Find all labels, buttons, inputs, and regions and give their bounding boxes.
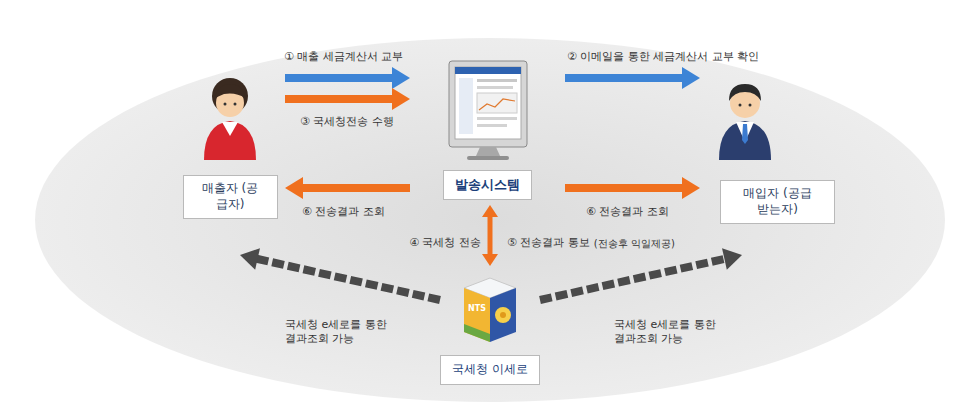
arrowhead <box>482 254 498 266</box>
arrow-line <box>285 74 393 82</box>
arrow-line <box>540 259 725 300</box>
arrowhead <box>682 177 700 199</box>
arrowhead <box>722 248 742 269</box>
edge-label: ① 매출 세금계산서 교부 <box>284 50 403 64</box>
node: 국세청 이세로 <box>440 268 540 388</box>
edge-label: ② 이메일을 통한 세금계산서 교부 확인 <box>567 50 759 64</box>
arrowhead <box>682 67 700 89</box>
arrowhead <box>392 67 410 89</box>
connector <box>565 177 700 199</box>
node: 매입자 (공급받는자) <box>700 60 855 255</box>
node: 발송시스템 <box>410 55 565 203</box>
arrowhead <box>285 177 303 199</box>
annotation: ⑤ 전송결과 통보 <box>507 236 590 250</box>
arrow-line <box>285 95 393 103</box>
edge-label: ④ 국세청 전송 <box>409 236 481 250</box>
connector <box>285 177 410 199</box>
arrowhead <box>392 88 410 110</box>
connector <box>540 248 742 300</box>
edge-label: ⑥ 전송결과 조회 <box>586 205 669 219</box>
seller-icon <box>204 78 256 160</box>
connector <box>240 248 440 300</box>
edge-label: ③ 국세청전송 수행 <box>300 115 394 129</box>
edge-label: ⑥ 전송결과 조회 <box>302 205 385 219</box>
arrow-line <box>565 74 683 82</box>
annotation: (전송후 익일제공) <box>594 237 675 250</box>
label-box: 매입자 (공급받는자) <box>720 180 835 224</box>
node-text: 발송시스템 <box>455 177 520 194</box>
connector <box>285 88 410 110</box>
node: 매출자 (공급자) <box>175 60 285 255</box>
arrow-line <box>302 184 410 192</box>
connector <box>285 67 410 89</box>
arrow-line <box>488 216 493 255</box>
label-box: 발송시스템 <box>443 170 532 200</box>
node-text: 매입자 (공급받는자) <box>739 186 817 217</box>
background-ellipse <box>35 38 945 402</box>
arrow-line <box>257 259 440 300</box>
monitor-icon <box>449 61 527 160</box>
edge-label: 국세청 e세로를 통한 결과조회 가능 <box>614 318 726 347</box>
connector <box>565 67 700 89</box>
label-box: 국세청 이세로 <box>440 355 540 385</box>
edge-label: 국세청 e세로를 통한 결과조회 가능 <box>285 318 397 347</box>
node-text: 국세청 이세로 <box>452 362 528 378</box>
connector <box>482 205 498 266</box>
node-text: 매출자 (공급자) <box>199 181 261 212</box>
buyer-icon <box>719 84 771 160</box>
logo-text: NTS <box>468 304 486 314</box>
arrowhead <box>482 205 498 217</box>
arrowhead <box>240 248 260 269</box>
nts-icon <box>464 278 516 342</box>
label-box: 매출자 (공급자) <box>183 175 278 219</box>
arrow-line <box>565 184 683 192</box>
